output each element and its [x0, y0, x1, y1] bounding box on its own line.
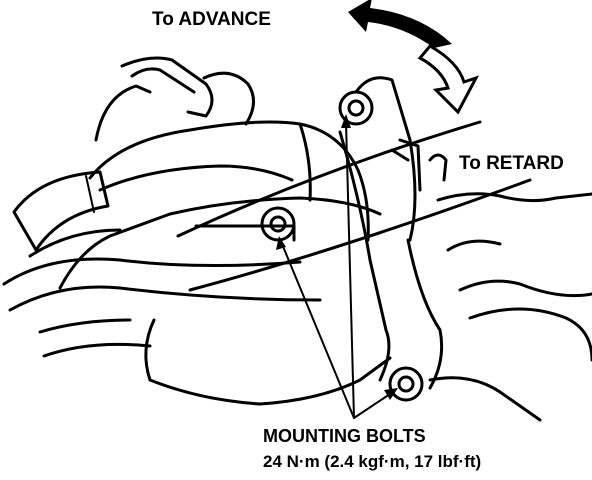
- mounting-bolt-upper: [338, 90, 374, 126]
- bracket-arm: [176, 76, 532, 390]
- torque-spec-label: 24 N·m (2.4 kgf·m, 17 lbf·ft): [263, 452, 482, 471]
- bolt-leader-lines: [276, 114, 398, 419]
- engine-block-outline: [428, 192, 592, 422]
- mounting-bolt-center: [260, 206, 296, 242]
- mounting-bolts-label: MOUNTING BOLTS: [263, 426, 426, 446]
- mounting-bolt-lower: [388, 366, 424, 402]
- advance-label: To ADVANCE: [152, 9, 271, 30]
- vacuum-hose: [94, 56, 255, 142]
- distributor-body: [58, 120, 392, 406]
- retard-label: To RETARD: [459, 153, 564, 174]
- rotation-arrow-icon: [348, 0, 480, 115]
- spark-plug-wires: [2, 170, 322, 358]
